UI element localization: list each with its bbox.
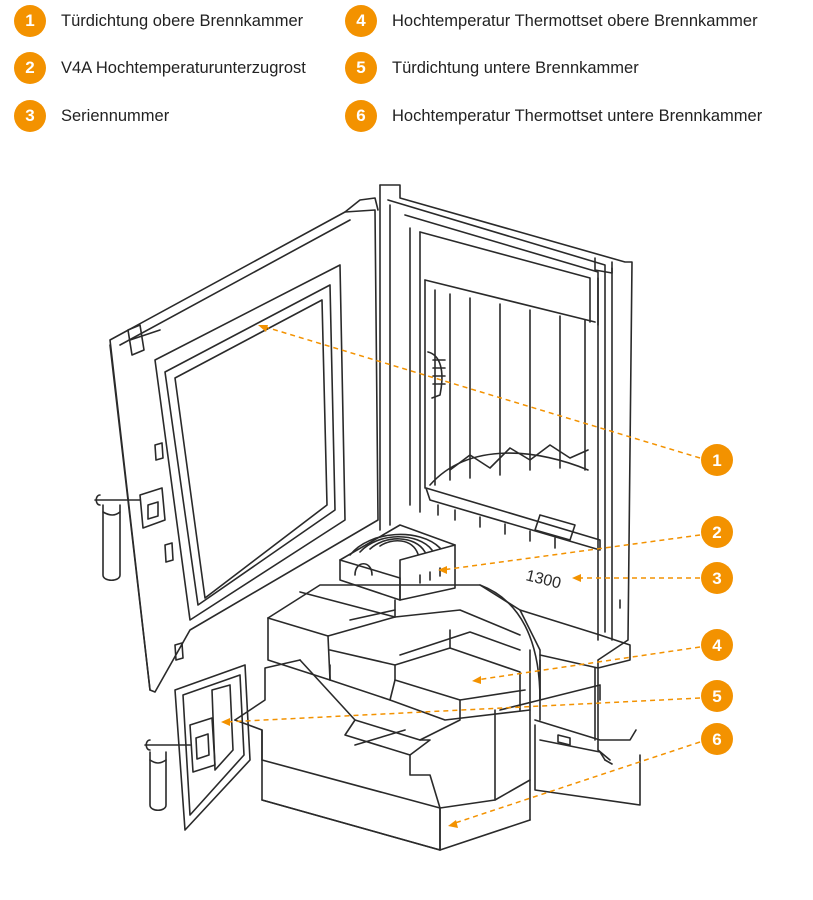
legend-label-2: V4A Hochtemperaturunterzugrost [61, 58, 306, 77]
legend-label-6: Hochtemperatur Thermottset untere Brennk… [392, 106, 763, 125]
upper-door [94, 197, 379, 693]
arrowhead-4 [472, 676, 481, 684]
arrowhead-1 [258, 325, 268, 332]
callout-3: 3 [701, 562, 733, 594]
callout-number-5: 5 [712, 687, 721, 706]
callout-circle-1 [701, 444, 733, 476]
callout-number-3: 3 [712, 569, 721, 588]
legend-label-3: Seriennummer [61, 106, 170, 125]
stove-diagram: 1300 1 2 3 4 5 6 [94, 184, 733, 851]
parts-legend: 1 Türdichtung obere Brennkammer 2 V4A Ho… [0, 0, 813, 150]
legend-label-1: Türdichtung obere Brennkammer [61, 11, 304, 30]
upper-thermal-insert [267, 584, 541, 721]
number-badge-2: 2 [14, 52, 46, 84]
callout-2: 2 [701, 516, 733, 548]
callout-circle-3 [701, 562, 733, 594]
legend-label-5: Türdichtung untere Brennkammer [392, 58, 639, 77]
grate [339, 524, 456, 601]
callout-5: 5 [701, 680, 733, 712]
leader-lines [224, 325, 701, 825]
number-badge-4: 4 [345, 5, 377, 37]
callout-4: 4 [701, 629, 733, 661]
callout-circle-5 [701, 680, 733, 712]
legend-item-4: 4 Hochtemperatur Thermottset obere Brenn… [345, 5, 758, 37]
callout-number-1: 1 [712, 451, 721, 470]
leader-arrowheads [221, 325, 581, 828]
leader-line-1 [261, 325, 701, 459]
leader-line-4 [475, 646, 701, 681]
callout-6: 6 [701, 723, 733, 755]
legend-label-4: Hochtemperatur Thermottset obere Brennka… [392, 11, 758, 30]
callout-circle-2 [701, 516, 733, 548]
legend-item-5: 5 Türdichtung untere Brennkammer [345, 52, 639, 84]
lower-thermal-insert [234, 649, 531, 851]
callout-number-2: 2 [712, 523, 721, 542]
legend-item-1: 1 Türdichtung obere Brennkammer [14, 5, 303, 37]
number-badge-6: 6 [345, 100, 377, 132]
legend-item-2: 2 V4A Hochtemperaturunterzugrost [14, 52, 306, 84]
callout-number-4: 4 [712, 636, 722, 655]
leader-line-6 [451, 741, 701, 825]
number-badge-1: 1 [14, 5, 46, 37]
number-badge-5: 5 [345, 52, 377, 84]
serial-number-text: 1300 [524, 567, 563, 592]
arrowhead-3 [572, 574, 581, 582]
callout-number-6: 6 [712, 730, 721, 749]
arrowhead-2 [438, 566, 447, 574]
arrowhead-6 [448, 820, 458, 828]
callout-circle-6 [701, 723, 733, 755]
lower-door [144, 664, 251, 831]
leader-line-5 [224, 697, 701, 723]
upper-combustion-chamber [425, 289, 601, 551]
arrowhead-5 [221, 718, 230, 726]
legend-item-3: 3 Seriennummer [14, 100, 169, 132]
stove-frame [379, 184, 633, 761]
callout-circle-4 [701, 629, 733, 661]
callout-1: 1 [701, 444, 733, 476]
base-plate [519, 609, 641, 806]
legend-item-6: 6 Hochtemperatur Thermottset untere Bren… [345, 100, 762, 132]
leader-line-2 [441, 534, 701, 571]
number-badge-3: 3 [14, 100, 46, 132]
